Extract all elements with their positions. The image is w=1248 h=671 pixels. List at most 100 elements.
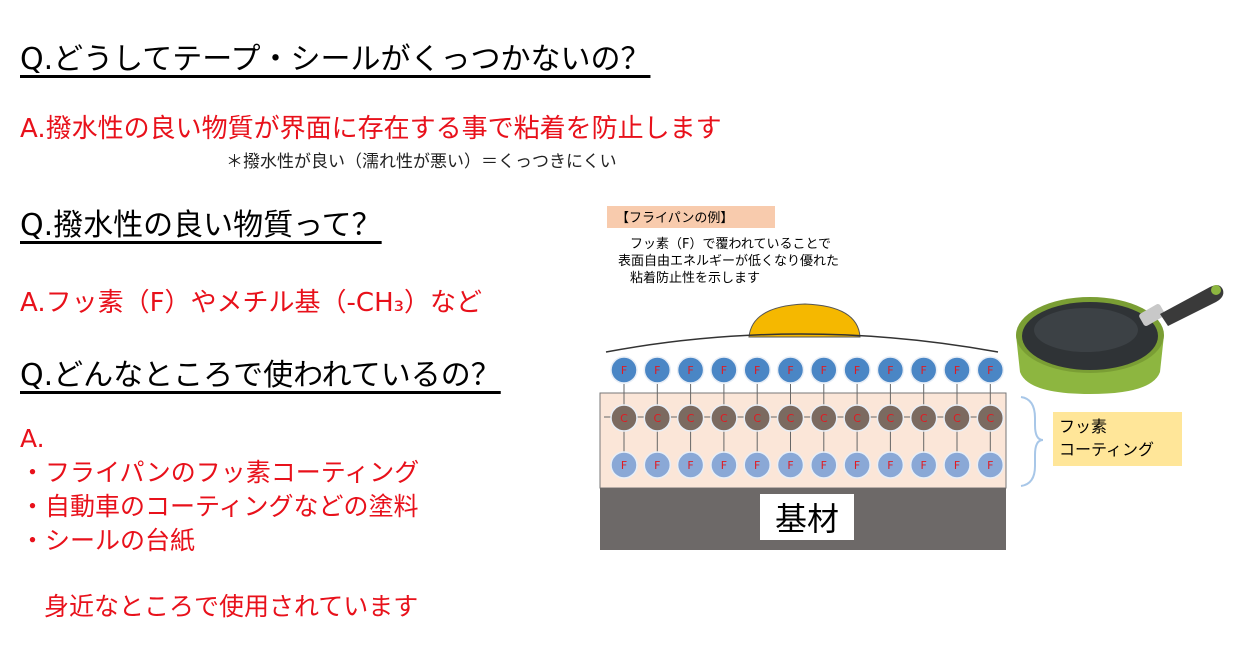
droplet-icon xyxy=(748,303,861,338)
carbon-atom-label: C xyxy=(720,412,728,425)
carbon-atom xyxy=(643,404,672,432)
desc-line-1: フッ素（F）で覆われていることで xyxy=(630,237,831,252)
answer-3-item-1: ・フライパンのフッ素コーティング xyxy=(20,458,420,487)
fluorine-atom-top xyxy=(976,356,1005,384)
answer-3-list: A. ・フライパンのフッ素コーティング ・自動車のコーティングなどの塗料 ・シー… xyxy=(20,422,419,558)
carbon-atom xyxy=(810,404,838,432)
question-3: Q.どんなところで使われているの？ xyxy=(20,358,501,393)
carbon-atom-label: C xyxy=(820,412,828,425)
carbon-atom xyxy=(676,404,705,432)
frying-pan-icon xyxy=(1016,285,1224,394)
example-title-box xyxy=(607,206,775,228)
answer-2: A.フッ素（F）やメチル基（-CH₃）など xyxy=(20,288,483,318)
fluorine-atom-bottom xyxy=(810,451,838,479)
fluorine-atom-bottom-label: F xyxy=(754,459,760,472)
carbon-atom-label: C xyxy=(653,412,661,425)
fluorine-atom-top-label: F xyxy=(654,364,660,377)
answer-1-note: ＊撥水性が良い（濡れ性が悪い）＝くっつきにくい xyxy=(226,152,617,172)
fluorine-atom-bottom xyxy=(710,451,738,479)
coating-label-box xyxy=(1053,412,1182,466)
fluorine-atom-top-label: F xyxy=(921,364,927,377)
fluorine-atom-bottom-label: F xyxy=(687,459,693,472)
answer-3-item-3: ・シールの台紙 xyxy=(20,526,196,555)
fluorine-atom-bottom xyxy=(776,451,805,479)
fluorine-atom-bottom-label: F xyxy=(721,459,727,472)
fluorine-atom-bottom-label: F xyxy=(854,459,860,472)
answer-3-head: A. xyxy=(20,424,45,453)
fluorine-atom-bottom-label: F xyxy=(787,459,793,472)
substrate-label: 基材 xyxy=(775,500,839,538)
carbon-atom xyxy=(743,404,771,432)
carbon-atom-label: C xyxy=(687,412,695,425)
fluorine-atom-bottom xyxy=(843,451,871,479)
carbon-atom xyxy=(710,404,738,432)
fluorine-atom-top xyxy=(909,356,938,384)
fluorine-atom-top xyxy=(610,356,638,384)
fluorine-atom-bottom xyxy=(676,451,705,479)
fluorine-atom-top-label: F xyxy=(887,364,893,377)
coating-label-line-2: コーティング xyxy=(1059,440,1154,459)
question-1: Q.どうしてテープ・シールがくっつかないの？ xyxy=(20,42,651,77)
answer-1: A.撥水性の良い物質が界面に存在する事で粘着を防止します xyxy=(20,114,722,144)
fluorine-atom-top-label: F xyxy=(854,364,860,377)
fluorine-atom-bottom xyxy=(643,451,672,479)
desc-line-3: 粘着防止性を示します xyxy=(630,270,760,286)
fluorine-atom-bottom-label: F xyxy=(621,459,627,472)
desc-line-2: 表面自由エネルギーが低くなり優れた xyxy=(618,254,839,269)
fluorine-atom-top-label: F xyxy=(954,364,960,377)
fluorine-atom-top xyxy=(810,356,838,384)
fluorine-atom-bottom xyxy=(943,451,971,479)
carbon-atom xyxy=(976,404,1005,432)
fluorine-atom-bottom-label: F xyxy=(821,459,827,472)
fluorine-atom-top xyxy=(943,356,971,384)
carbon-atom xyxy=(876,404,905,432)
fluorine-atom-top xyxy=(843,356,871,384)
fluorine-atom-top-label: F xyxy=(787,364,793,377)
fluorine-atom-top xyxy=(710,356,738,384)
coating-layer xyxy=(599,392,1007,489)
fluorine-atom-top xyxy=(643,356,672,384)
fluorine-atom-bottom-label: F xyxy=(654,459,660,472)
fluorine-atom-bottom xyxy=(976,451,1005,479)
carbon-atom-label: C xyxy=(753,412,761,425)
fluorine-atom-top xyxy=(676,356,705,384)
fluorine-atom-top-label: F xyxy=(754,364,760,377)
fluorine-atom-top-label: F xyxy=(687,364,693,377)
fluorine-atom-top xyxy=(876,356,905,384)
carbon-atom-label: C xyxy=(920,412,928,425)
carbon-atom xyxy=(843,404,871,432)
fluorine-atom-bottom-label: F xyxy=(887,459,893,472)
carbon-atom-label: C xyxy=(953,412,961,425)
fluorine-atom-bottom-label: F xyxy=(987,459,993,472)
answer-3-item-2: ・自動車のコーティングなどの塗料 xyxy=(20,492,419,521)
fluorine-atom-bottom xyxy=(876,451,905,479)
fluorine-atom-top xyxy=(776,356,805,384)
carbon-atom-label: C xyxy=(887,412,895,425)
answer-3-tail: 身近なところで使用されています xyxy=(44,592,419,621)
coating-label-line-1: フッ素 xyxy=(1059,417,1107,436)
fluorine-atom-bottom xyxy=(909,451,938,479)
fluorine-atom-top-label: F xyxy=(721,364,727,377)
carbon-atom-label: C xyxy=(986,412,994,425)
fluorine-atom-top-label: F xyxy=(987,364,993,377)
adhesive-arc xyxy=(605,333,999,353)
bracket-icon xyxy=(1020,396,1044,487)
carbon-atom xyxy=(909,404,938,432)
fluorine-atom-top-label: F xyxy=(821,364,827,377)
fluorine-atom-top-label: F xyxy=(621,364,627,377)
example-title: 【フライパンの例】 xyxy=(616,211,733,226)
fluorine-atom-bottom-label: F xyxy=(921,459,927,472)
substrate-label-box xyxy=(760,494,854,540)
fluorine-atom-bottom xyxy=(610,451,638,479)
fluorine-atom-top xyxy=(743,356,771,384)
question-2: Q.撥水性の良い物質って？ xyxy=(20,208,382,243)
carbon-atom-label: C xyxy=(787,412,795,425)
carbon-atom xyxy=(776,404,805,432)
fluorine-atom-bottom xyxy=(743,451,771,479)
carbon-atom xyxy=(610,404,638,432)
carbon-atom-label: C xyxy=(853,412,861,425)
carbon-atom xyxy=(943,404,971,432)
fluorine-atom-bottom-label: F xyxy=(954,459,960,472)
